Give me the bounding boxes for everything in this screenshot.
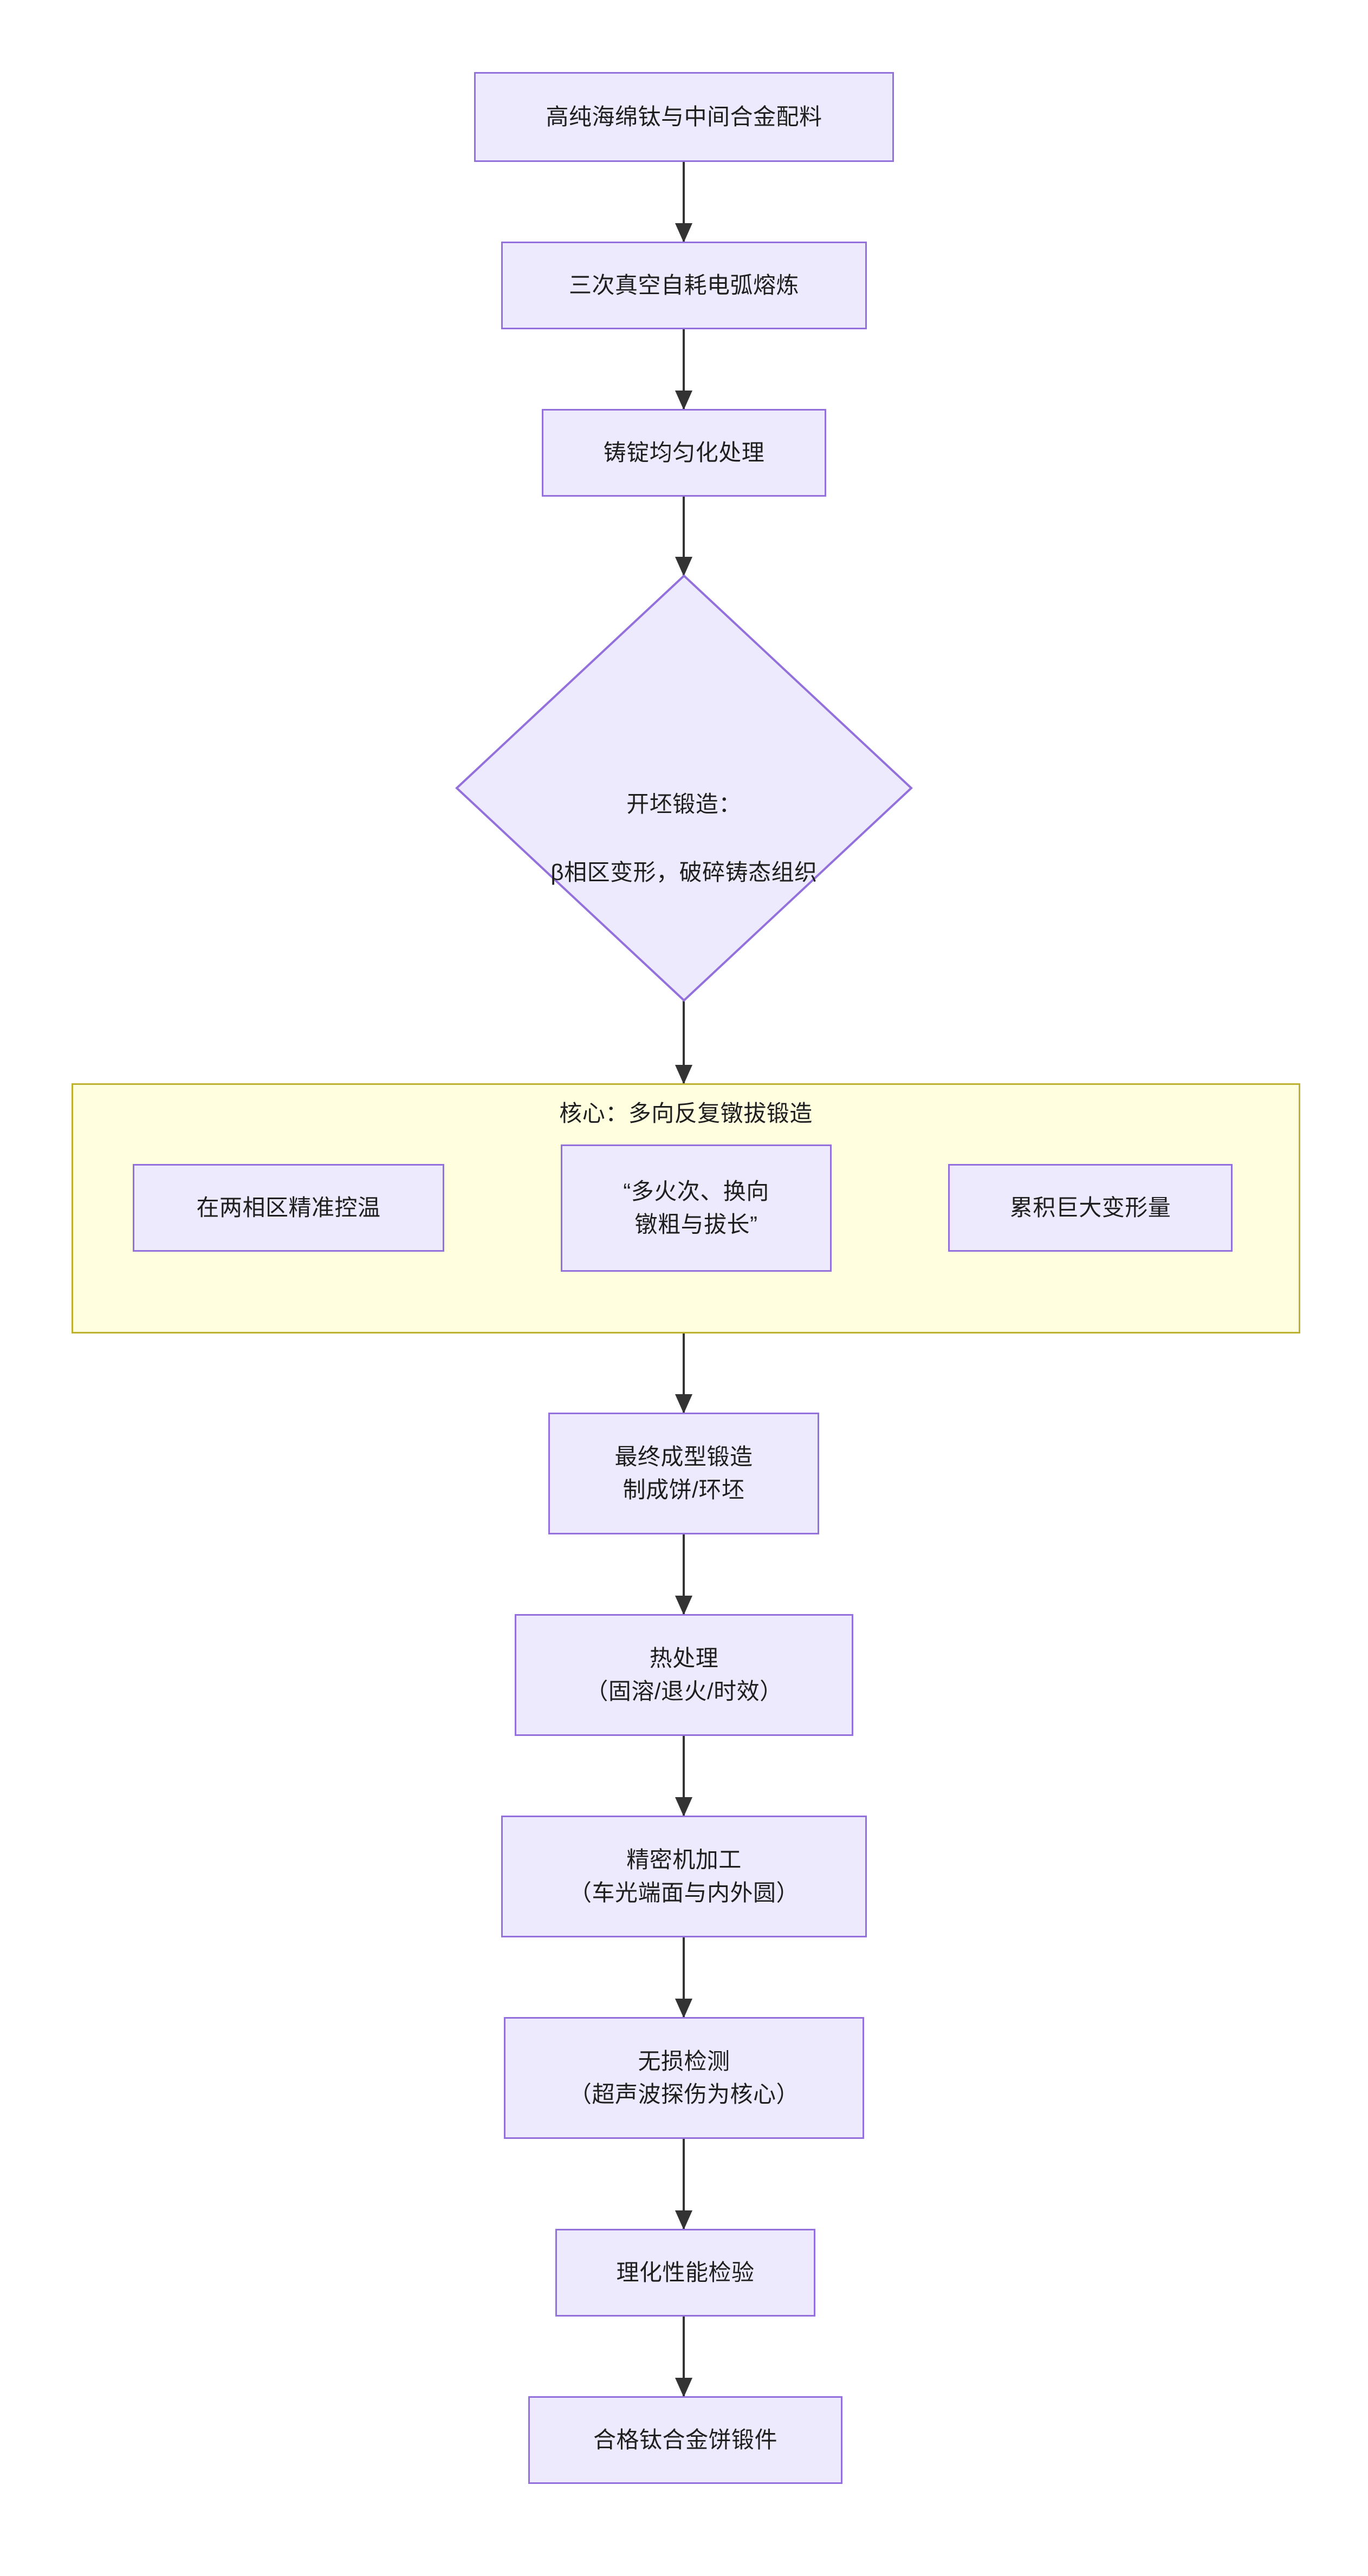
node-homogenize[interactable]: 铸锭均匀化处理 <box>542 409 826 497</box>
node-final-product[interactable]: 合格钛合金饼锻件 <box>528 2396 842 2484</box>
node-heat-treatment[interactable]: 热处理 （固溶/退火/时效） <box>515 1614 853 1736</box>
heat-treat-label-line2: （固溶/退火/时效） <box>585 1678 783 1704</box>
cogging-label-line1: 开坯锻造： <box>626 791 742 817</box>
heat-treat-label-line1: 热处理 <box>649 1645 719 1671</box>
machining-label-line2: （车光端面与内外圆） <box>568 1879 799 1905</box>
node-upset-draw[interactable]: “多火次、换向 镦粗与拔长” <box>561 1144 832 1272</box>
node-physical-chemical-test[interactable]: 理化性能检验 <box>555 2229 815 2317</box>
ndt-label-line1: 无损检测 <box>638 2048 730 2074</box>
node-raw-material[interactable]: 高纯海绵钛与中间合金配料 <box>474 72 894 162</box>
node-precision-machining[interactable]: 精密机加工 （车光端面与内外圆） <box>501 1816 867 1937</box>
cogging-label-line2: β相区变形，破碎铸态组织 <box>550 860 818 885</box>
node-temp-control[interactable]: 在两相区精准控温 <box>133 1164 444 1252</box>
ndt-label-line2: （超声波探伤为核心） <box>568 2081 799 2107</box>
diamond-shape <box>455 574 913 1002</box>
cluster-core-forging-label: 核心：多向反复镦拔锻造 <box>559 1101 813 1126</box>
node-deformation[interactable]: 累积巨大变形量 <box>948 1164 1233 1252</box>
upset-draw-label-line1: “多火次、换向 <box>623 1178 769 1204</box>
upset-draw-label-line2: 镦粗与拔长” <box>634 1211 758 1237</box>
final-forge-label-line1: 最终成型锻造 <box>614 1443 753 1469</box>
node-ndt[interactable]: 无损检测 （超声波探伤为核心） <box>504 2017 864 2139</box>
machining-label-line1: 精密机加工 <box>626 1846 742 1872</box>
final-forge-label-line2: 制成饼/环坯 <box>623 1476 745 1502</box>
node-cogging-decision[interactable]: 开坯锻造： β相区变形，破碎铸态组织 <box>455 574 913 1002</box>
node-melting[interactable]: 三次真空自耗电弧熔炼 <box>501 242 867 329</box>
node-final-forge[interactable]: 最终成型锻造 制成饼/环坯 <box>548 1413 819 1534</box>
